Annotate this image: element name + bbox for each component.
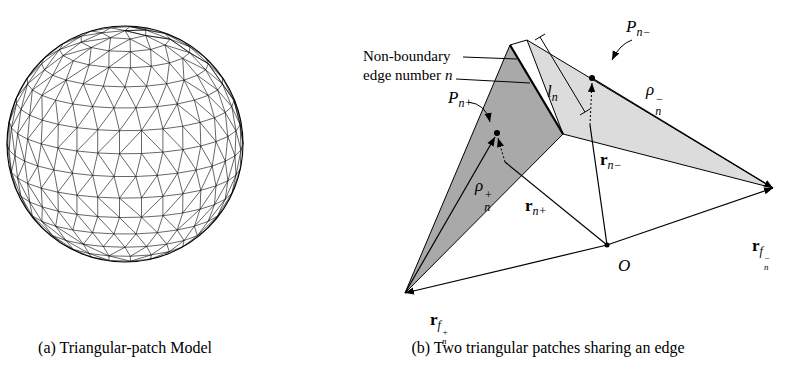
origin-dot <box>605 243 610 248</box>
vector-label: rf−n <box>752 236 770 272</box>
label-text: Non-boundary edge number <box>363 48 450 83</box>
patch-label: Pn+ <box>448 88 473 109</box>
label-text: f <box>438 318 441 332</box>
label-text: l <box>547 82 552 101</box>
vector-r-minus <box>590 125 607 245</box>
label-text: n+ <box>458 96 472 110</box>
label-text: − <box>764 254 770 263</box>
index-stack: −n <box>764 254 770 272</box>
vector-rf-plus <box>405 245 607 293</box>
label-text: r <box>430 310 438 329</box>
label-text: r <box>752 236 760 255</box>
label-text: (a) Triangular-patch Model <box>38 339 212 356</box>
length-bracket <box>540 37 585 112</box>
patch-minus <box>527 40 773 188</box>
vector-label: rn+ <box>525 196 547 217</box>
label-text: P <box>448 88 458 107</box>
sphere-outline <box>7 26 243 262</box>
label-text: P <box>626 17 636 36</box>
shared-edge <box>510 45 563 134</box>
label-text: ρ <box>646 80 654 99</box>
vector-rho-minus <box>592 78 773 188</box>
label-text: n− <box>636 25 650 39</box>
sphere-mesh <box>7 26 243 262</box>
label-text: ρ <box>475 176 483 195</box>
bracket-tick <box>535 34 545 40</box>
leader-line <box>463 57 517 59</box>
label-text: n− <box>608 158 622 172</box>
label-text: − <box>655 93 663 105</box>
label-text: O <box>618 256 630 275</box>
label-text: n+ <box>533 204 547 218</box>
subfigure-caption: (b) Two triangular patches sharing an ed… <box>411 338 684 358</box>
vector-rf-minus <box>607 188 773 245</box>
edge-label: Non-boundary edge numbern <box>363 47 475 85</box>
label-text: r <box>525 196 533 215</box>
centroid-dot <box>589 75 595 81</box>
fold-line <box>510 40 527 45</box>
vector-label: rn− <box>600 150 622 171</box>
index-stack: +n <box>484 189 492 213</box>
label-text: r <box>600 150 608 169</box>
label-text: n <box>445 67 453 83</box>
centroid-dot <box>494 130 500 136</box>
length-label: ln <box>547 82 558 103</box>
label-text: n <box>552 90 558 104</box>
leader-arrow <box>612 40 632 60</box>
label-text: n <box>655 105 663 117</box>
index-stack: −n <box>655 93 663 117</box>
vector-label: ρ+n <box>475 176 492 213</box>
label-text: n <box>764 263 770 272</box>
label-text: + <box>484 189 492 201</box>
dotted-arrow <box>498 138 505 162</box>
vector-rho-plus <box>405 137 495 293</box>
subfigure-caption: (a) Triangular-patch Model <box>38 338 212 358</box>
dotted-arrow <box>590 83 592 125</box>
label-text: n <box>484 201 492 213</box>
vector-label: ρ−n <box>646 80 663 117</box>
label-text: f <box>760 244 763 258</box>
leader-line <box>456 79 530 83</box>
bracket-tick <box>580 109 590 115</box>
label-text: (b) Two triangular patches sharing an ed… <box>411 339 684 356</box>
vector-r-plus <box>505 162 607 245</box>
origin-label: O <box>618 256 630 276</box>
label-text: + <box>442 328 448 337</box>
mesh-lines <box>7 27 243 262</box>
patch-label: Pn− <box>626 17 651 38</box>
